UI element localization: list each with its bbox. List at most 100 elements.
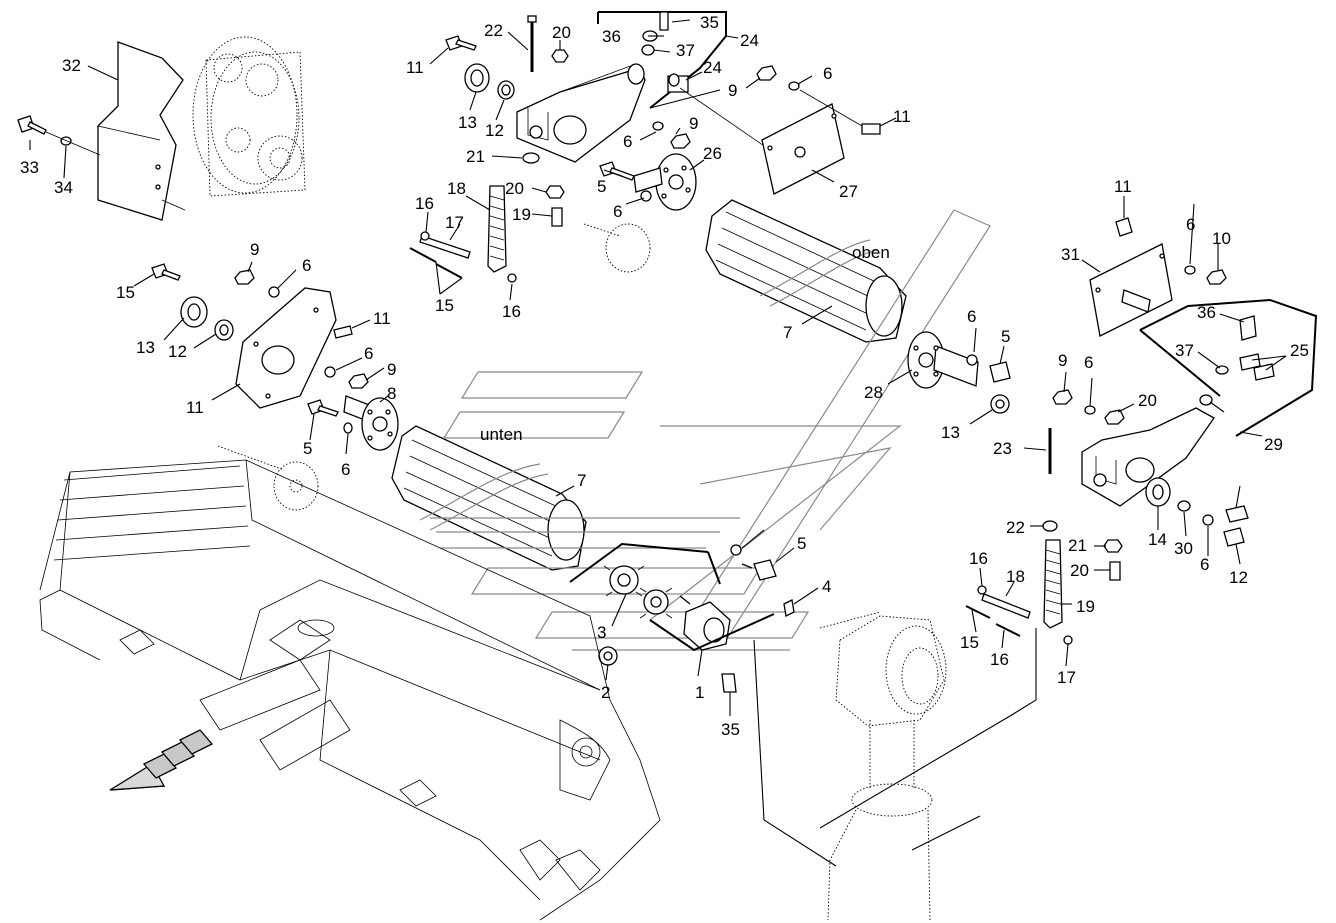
pin-17-top <box>409 231 517 283</box>
callout: 13 <box>941 423 960 442</box>
bolt-14 <box>151 263 181 281</box>
callout: 26 <box>703 144 722 163</box>
callout: 20 <box>552 23 571 42</box>
callout: 5 <box>797 534 806 553</box>
callout: 37 <box>676 41 695 60</box>
plate-30 <box>1089 243 1173 337</box>
callout: 11 <box>1114 177 1132 196</box>
callout: 6 <box>1186 215 1195 234</box>
screw-35-top <box>641 11 669 56</box>
bearing-13-right <box>1145 477 1249 547</box>
callout: 9 <box>1058 351 1067 370</box>
callout: 20 <box>1138 391 1157 410</box>
callout: 12 <box>1229 568 1248 587</box>
callout: 1 <box>695 683 704 702</box>
callout: 8 <box>387 384 396 403</box>
nut-9-washer-6-upper <box>652 65 881 149</box>
pin-17-right <box>965 585 1031 637</box>
callout: 16 <box>990 650 1009 669</box>
callout: 16 <box>969 549 988 568</box>
direction-arrow <box>109 729 214 791</box>
callout-labels: 1 2 3 4 5 5 5 5 6 6 6 6 6 6 6 6 6 6 7 7 … <box>20 13 1309 739</box>
callout: 9 <box>387 360 396 379</box>
bolt-5-right <box>966 354 1011 414</box>
callout: 15 <box>435 296 454 315</box>
bearing-13-left <box>180 296 234 341</box>
shield-plate <box>97 41 186 221</box>
callout: 17 <box>445 213 464 232</box>
flange-8 <box>343 395 399 451</box>
callout: 32 <box>62 56 81 75</box>
spring-18-top <box>487 185 507 273</box>
roller-7-bottom <box>391 425 587 571</box>
callout: 6 <box>364 344 373 363</box>
guide-rails-gray <box>430 209 991 651</box>
callout: 15 <box>960 633 979 652</box>
callout: 5 <box>1001 327 1010 346</box>
callout: 20 <box>505 179 524 198</box>
callout: 6 <box>613 202 622 221</box>
callout: 6 <box>967 307 976 326</box>
gearbox-drawing <box>192 36 306 197</box>
leader-lines <box>29 19 1287 716</box>
callout: 6 <box>1084 353 1093 372</box>
callout: 9 <box>250 240 259 259</box>
callout: 35 <box>700 13 719 32</box>
callout: 15 <box>116 283 135 302</box>
key-34 <box>721 673 737 693</box>
callout: 18 <box>1006 567 1025 586</box>
callout: 11 <box>893 107 911 126</box>
leader-gearbox <box>753 628 1037 867</box>
callout: 25 <box>1290 341 1309 360</box>
callout: 7 <box>783 323 792 342</box>
bolt-5-center <box>730 544 777 581</box>
callout: 2 <box>601 683 610 702</box>
callout: 33 <box>20 158 39 177</box>
callout: 36 <box>1197 303 1216 322</box>
callout: 36 <box>602 27 621 46</box>
callout: 9 <box>728 81 737 100</box>
coupling-half-1 <box>679 595 731 651</box>
callout: 24 <box>703 58 722 77</box>
callout: 6 <box>302 256 311 275</box>
roller-7-top <box>705 199 907 343</box>
callout: 30 <box>1174 539 1193 558</box>
callout: 9 <box>689 114 698 133</box>
upper-left-bracket <box>516 63 646 163</box>
shaft-dotted-left <box>217 445 319 511</box>
callout: 28 <box>864 383 883 402</box>
pin-24-top <box>667 73 689 93</box>
callout: 6 <box>341 460 350 479</box>
callout: 4 <box>822 577 831 596</box>
callout: 11 <box>406 58 424 77</box>
flange-27 <box>907 331 979 389</box>
callout: 31 <box>1061 245 1080 264</box>
callout: 6 <box>823 64 832 83</box>
bolt-22 <box>527 15 537 72</box>
word-oben: oben <box>852 243 890 262</box>
callout: 11 <box>186 398 204 417</box>
callout: 11 <box>373 309 391 328</box>
callout: 23 <box>993 439 1012 458</box>
callout: 29 <box>1264 435 1283 454</box>
machine-body <box>39 459 661 921</box>
flange-25 <box>633 153 697 211</box>
callout: 17 <box>1057 668 1076 687</box>
nut-9-washer-6-left <box>234 269 369 389</box>
ring-12-top <box>497 80 515 100</box>
side-plate-10 <box>235 287 337 409</box>
callout: 19 <box>1076 597 1095 616</box>
bolt-11-right-top <box>1115 217 1227 285</box>
callout: 16 <box>415 194 434 213</box>
callout: 14 <box>1148 530 1167 549</box>
word-unten: unten <box>480 425 523 444</box>
callout: 22 <box>1006 518 1025 537</box>
nut-9-washer-6-right <box>1052 389 1125 425</box>
bearing-13-top <box>464 63 490 93</box>
bolt-32 <box>17 115 101 156</box>
callout: 21 <box>1068 536 1087 555</box>
callout: 3 <box>597 623 606 642</box>
callout: 34 <box>54 178 73 197</box>
callout: 16 <box>502 302 521 321</box>
